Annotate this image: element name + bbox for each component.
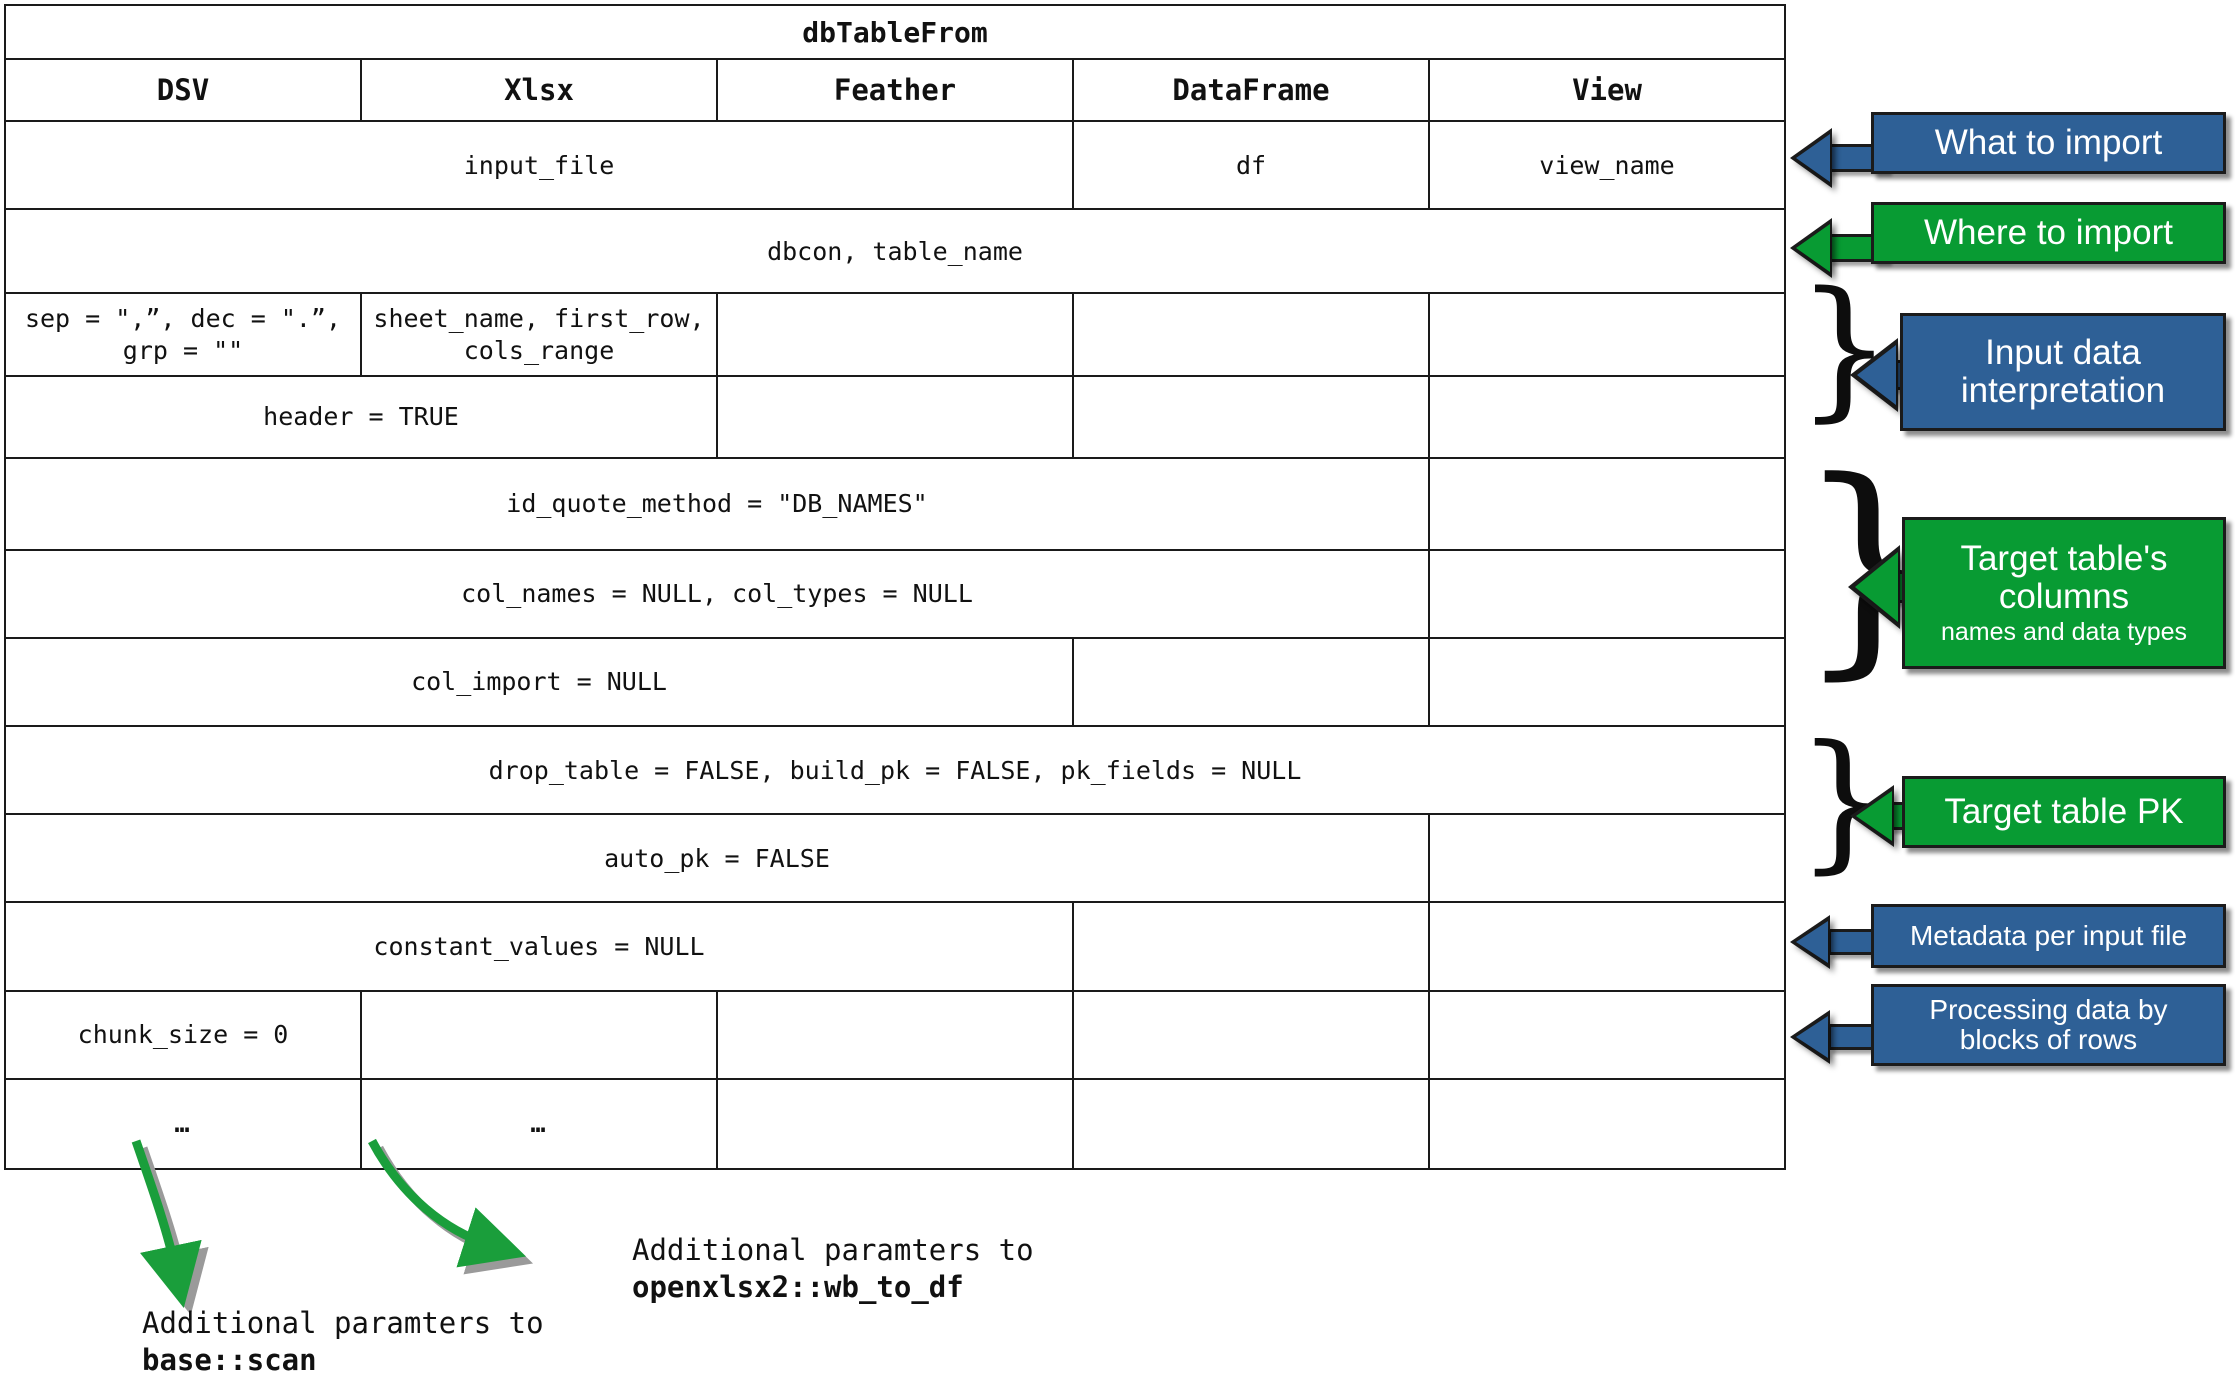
callout-what-to-import: What to import xyxy=(1871,112,2226,174)
note-line2: base::scan xyxy=(142,1343,317,1378)
arrow-head-fill xyxy=(1796,921,1828,963)
cell-param-where-to-import: dbcon, table_name xyxy=(4,208,1786,295)
curved-arrow-dsv xyxy=(131,1139,209,1315)
arrow-head-fill xyxy=(1796,134,1830,182)
cell-unavailable xyxy=(1428,813,1786,904)
arrow-head-fill xyxy=(1855,552,1898,622)
column-header-dataframe: DataFrame xyxy=(1072,58,1430,123)
cell-unavailable xyxy=(1072,374,1430,459)
callout-target-columns: Target table's columns names and data ty… xyxy=(1902,517,2226,669)
table-row: constant_values = NULL xyxy=(4,901,1786,992)
cell-more-params: … xyxy=(4,1077,362,1171)
cell-param-constant-values: constant_values = NULL xyxy=(4,901,1074,992)
cell-unavailable xyxy=(716,374,1074,459)
cell-unavailable xyxy=(1428,292,1786,377)
table-row: col_import = NULL xyxy=(4,637,1786,728)
cell-unavailable xyxy=(1072,1077,1430,1171)
table-row: …… xyxy=(4,1077,1786,1171)
table-row: sep = ",”, dec = ".”, grp = ""sheet_name… xyxy=(4,292,1786,377)
callout-label: Target table PK xyxy=(1944,792,2184,832)
cell-unavailable xyxy=(1428,901,1786,992)
cell-unavailable xyxy=(716,989,1074,1080)
callout-processing: Processing data by blocks of rows xyxy=(1871,984,2226,1066)
cell-param-drop-table-build-pk: drop_table = FALSE, build_pk = FALSE, pk… xyxy=(4,725,1786,816)
cell-unavailable xyxy=(1428,456,1786,551)
cell-unavailable xyxy=(1428,374,1786,459)
callout-label: Input data interpretation xyxy=(1960,333,2166,410)
table-row: dbcon, table_name xyxy=(4,208,1786,295)
cell-param-what-to-import: input_file xyxy=(4,120,1074,211)
column-header-view: View xyxy=(1428,58,1786,123)
column-header-xlsx: Xlsx xyxy=(360,58,718,123)
cell-unavailable xyxy=(360,989,718,1080)
table-row: drop_table = FALSE, build_pk = FALSE, pk… xyxy=(4,725,1786,816)
callout-label: Metadata per input file xyxy=(1909,919,2188,951)
arrow-head-fill xyxy=(1796,1016,1828,1058)
callout-label: Where to import xyxy=(1924,213,2173,253)
cell-unavailable xyxy=(1072,901,1430,992)
column-header-feather: Feather xyxy=(716,58,1074,123)
column-header-dsv: DSV xyxy=(4,58,362,123)
cell-param-chunk-size: chunk_size = 0 xyxy=(4,989,362,1080)
cell-unavailable xyxy=(716,292,1074,377)
cell-unavailable xyxy=(1072,637,1430,728)
cell-param-what-to-import: df xyxy=(1072,120,1430,211)
callout-label: Processing data by blocks of rows xyxy=(1929,993,2168,1055)
cell-param-header: header = TRUE xyxy=(4,374,718,459)
cell-param-dsv-xlsx-specific: sep = ",”, dec = ".”, grp = "" xyxy=(4,292,362,377)
arrow-head-fill xyxy=(1796,224,1830,272)
cell-param-id-quote-method: id_quote_method = "DB_NAMES" xyxy=(4,456,1430,551)
cell-unavailable xyxy=(1428,989,1786,1080)
cell-param-auto-pk: auto_pk = FALSE xyxy=(4,813,1430,904)
arrow-head-fill xyxy=(1856,791,1892,841)
table-row: id_quote_method = "DB_NAMES" xyxy=(4,456,1786,551)
cell-unavailable xyxy=(1428,548,1786,640)
callout-where-to-import: Where to import xyxy=(1871,202,2226,264)
callout-label: What to import xyxy=(1934,123,2163,163)
curved-arrow-xlsx xyxy=(368,1138,534,1275)
cell-unavailable xyxy=(1072,292,1430,377)
table-title-row: dbTableFrom xyxy=(4,3,1786,61)
table-row: chunk_size = 0 xyxy=(4,989,1786,1080)
cell-unavailable xyxy=(1428,637,1786,728)
note-line1: Additional paramters to xyxy=(632,1233,1034,1267)
cell-param-col-names-types: col_names = NULL, col_types = NULL xyxy=(4,548,1430,640)
note-openxlsx2: Additional paramters to openxlsx2::wb_to… xyxy=(632,1232,1034,1306)
note-base-scan: Additional paramters to base::scan xyxy=(142,1305,544,1379)
table-row: header = TRUE xyxy=(4,374,1786,459)
callout-sublabel: names and data types xyxy=(1941,618,2187,647)
page-title: dbTableFrom xyxy=(4,3,1786,61)
cell-param-col-import: col_import = NULL xyxy=(4,637,1074,728)
table-row: col_names = NULL, col_types = NULL xyxy=(4,548,1786,640)
cell-unavailable xyxy=(716,1077,1074,1171)
table-row: auto_pk = FALSE xyxy=(4,813,1786,904)
callout-input-data: Input data interpretation xyxy=(1900,313,2226,431)
cell-param-dsv-xlsx-specific: sheet_name, first_row, cols_range xyxy=(360,292,718,377)
cell-unavailable xyxy=(1072,989,1430,1080)
callout-target-pk: Target table PK xyxy=(1902,776,2226,848)
arrow-head-fill xyxy=(1857,345,1896,405)
cell-more-params: … xyxy=(360,1077,718,1171)
callout-label: Target table's columns xyxy=(1960,538,2168,616)
cell-unavailable xyxy=(1428,1077,1786,1171)
cell-param-what-to-import: view_name xyxy=(1428,120,1786,211)
note-line2: openxlsx2::wb_to_df xyxy=(632,1270,964,1305)
note-line1: Additional paramters to xyxy=(142,1306,544,1340)
callout-metadata: Metadata per input file xyxy=(1871,904,2226,968)
